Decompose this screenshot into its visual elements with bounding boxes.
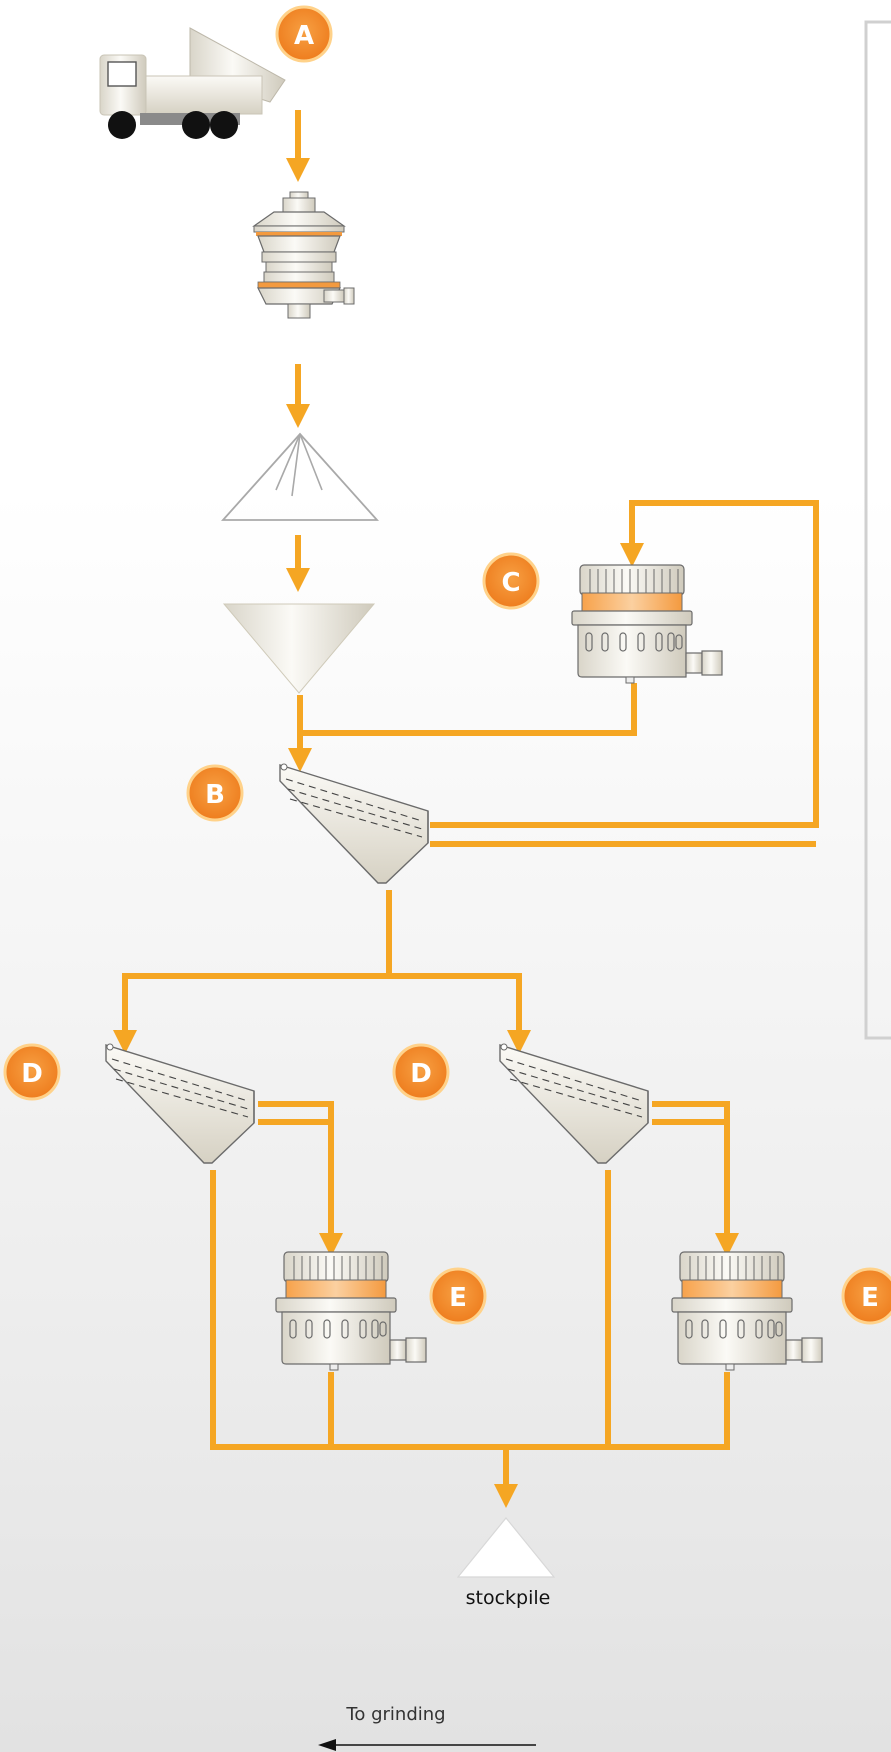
to-grinding-label: To grinding	[345, 1704, 445, 1725]
dump-truck-icon	[99, 27, 286, 139]
screen-d-left	[105, 1043, 255, 1164]
badge-e-left: E	[429, 1267, 487, 1325]
screen-d-right	[499, 1043, 649, 1164]
final-stockpile	[456, 1517, 556, 1578]
badge-a: A	[275, 5, 333, 63]
badge-b: B	[186, 764, 244, 822]
badge-d-left-letter: D	[21, 1059, 43, 1089]
stockpile-label: stockpile	[466, 1587, 551, 1609]
badge-e-right: E	[841, 1267, 891, 1325]
intermediate-stockpile	[220, 432, 380, 521]
flow-products-collector	[210, 1170, 730, 1450]
secondary-cone-crusher	[571, 564, 723, 684]
side-panel-border	[864, 20, 891, 1040]
badge-b-letter: B	[205, 780, 225, 810]
flow-split-to-d	[122, 973, 522, 1040]
flow-lines	[113, 110, 819, 1508]
to-grinding-arrowhead-icon	[318, 1739, 336, 1751]
badge-e-right-letter: E	[861, 1283, 879, 1313]
surge-bin	[222, 603, 376, 694]
badge-d-right: D	[392, 1043, 450, 1101]
badge-d-left: D	[3, 1043, 61, 1101]
badge-d-right-letter: D	[410, 1059, 432, 1089]
flow-b-oversize-to-c	[430, 500, 819, 828]
tertiary-cone-crusher-right	[671, 1251, 823, 1371]
primary-gyratory-crusher	[252, 191, 355, 319]
badge-e-left-letter: E	[449, 1283, 467, 1313]
flow-d1-to-e1	[258, 1101, 343, 1257]
badge-c-letter: C	[501, 568, 520, 598]
tertiary-cone-crusher-left	[275, 1251, 427, 1371]
flow-d2-to-e2	[652, 1101, 739, 1257]
badge-c: C	[482, 552, 540, 610]
badge-a-letter: A	[294, 21, 314, 51]
screen-b	[279, 763, 429, 884]
flow-c-to-screen-b	[300, 683, 637, 736]
